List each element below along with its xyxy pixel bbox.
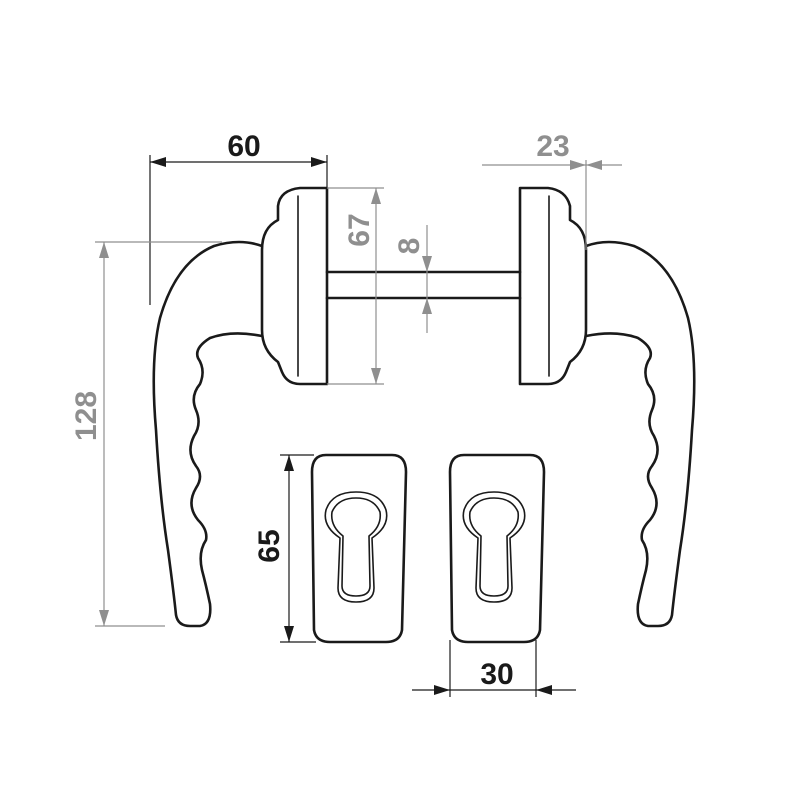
dimension-128: 128 [70, 241, 222, 627]
right-escutcheon [448, 453, 546, 644]
dimension-67-label: 67 [343, 213, 376, 246]
left-escutcheon [310, 453, 408, 644]
left-rose-plate [260, 186, 329, 386]
dimension-128-label: 128 [70, 391, 103, 441]
dimension-23-label: 23 [536, 130, 569, 163]
dimension-67: 67 [327, 187, 384, 385]
right-lever [584, 240, 696, 628]
right-rose-plate [518, 186, 588, 386]
dimension-30: 30 [412, 640, 576, 697]
right-handle [518, 186, 696, 628]
spindle [325, 270, 522, 300]
dimension-65: 65 [253, 454, 316, 643]
dimension-65-label: 65 [253, 529, 286, 562]
left-keyhole [324, 491, 388, 603]
right-keyhole [462, 491, 526, 603]
dimension-8: 8 [393, 225, 432, 333]
dimension-23: 23 [482, 130, 622, 250]
dimension-30-label: 30 [480, 658, 513, 691]
dimension-60-label: 60 [227, 130, 260, 163]
left-lever [152, 240, 264, 628]
dimension-8-label: 8 [393, 238, 426, 255]
left-handle [152, 186, 329, 628]
dimension-60: 60 [149, 130, 328, 305]
